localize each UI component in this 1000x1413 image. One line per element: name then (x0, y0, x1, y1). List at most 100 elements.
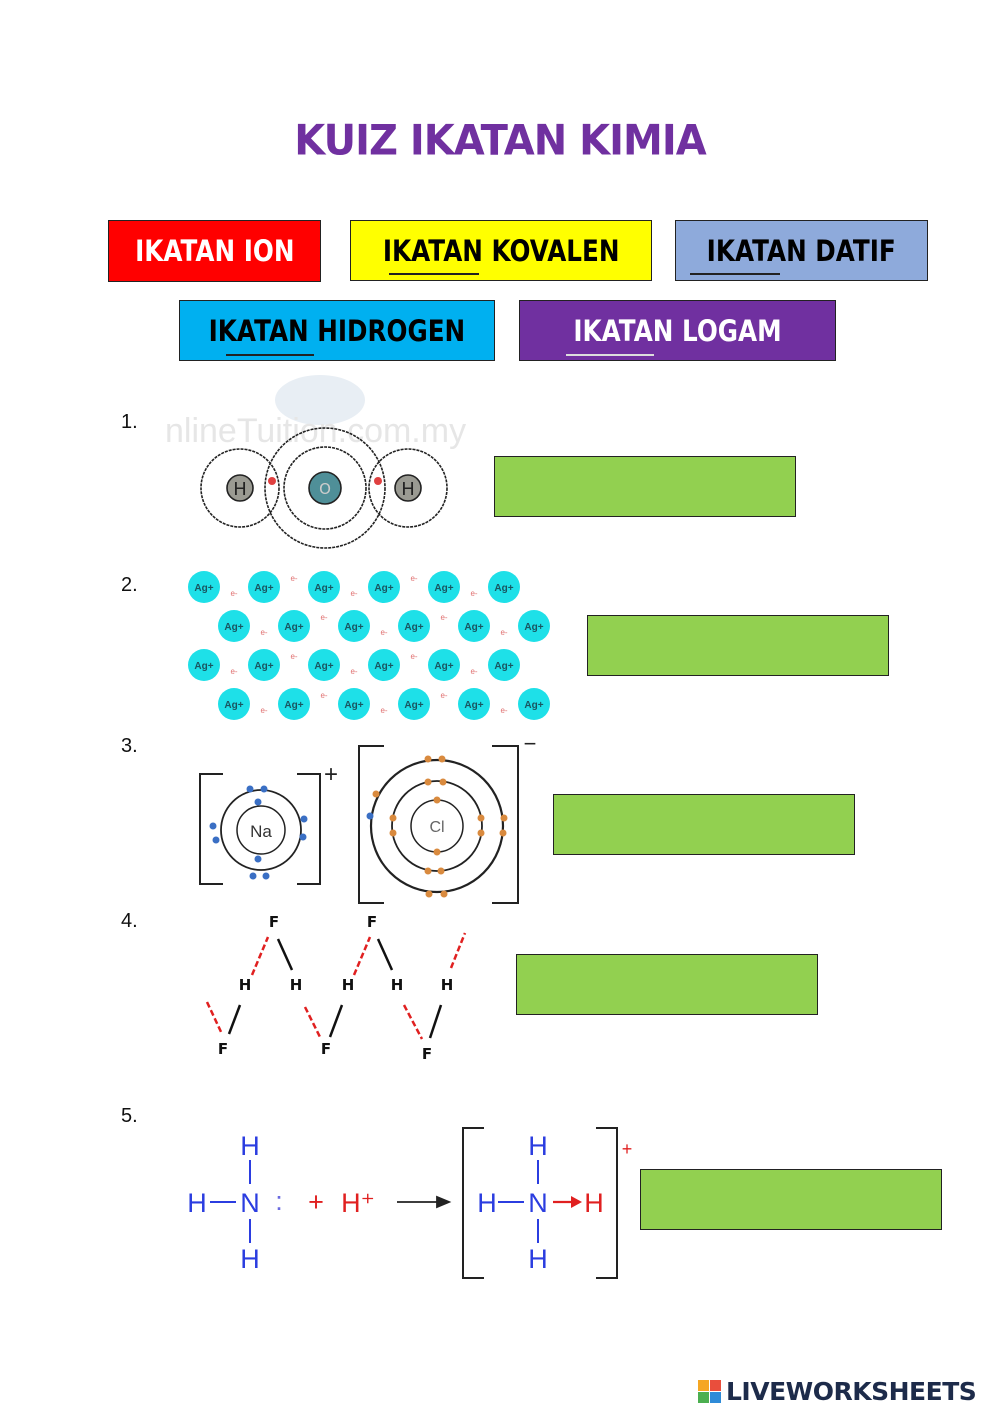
atom-h: H (240, 1131, 260, 1161)
electron-label: e- (500, 706, 507, 715)
ag-ion-label: Ag+ (224, 700, 243, 711)
ag-ion-label: Ag+ (494, 661, 513, 672)
option-label: IKATAN HIDROGEN (208, 313, 466, 348)
atom-h: H (528, 1244, 548, 1274)
ag-ion (488, 571, 520, 603)
electron-label: e- (500, 628, 507, 637)
atom-o: O (319, 480, 331, 498)
atom-f: F (422, 1045, 432, 1063)
ag-ion-label: Ag+ (314, 661, 333, 672)
blank-line (690, 273, 780, 275)
option-ikatan-ion[interactable]: IKATAN ION (108, 220, 321, 282)
question-number: 2. (121, 574, 138, 596)
atom-h: H (441, 976, 454, 994)
answer-box-3[interactable] (553, 794, 855, 855)
ag-ion (248, 649, 280, 681)
ag-ion-label: Ag+ (194, 661, 213, 672)
ag-ion-label: Ag+ (374, 661, 393, 672)
ag-ion (248, 571, 280, 603)
atom-h: H (584, 1188, 604, 1218)
ag-ion-label: Ag+ (344, 700, 363, 711)
ag-ion-label: Ag+ (314, 583, 333, 594)
watermark: nlineTuition.com.my (165, 412, 466, 450)
blank-line (226, 354, 314, 356)
ag-ion (308, 649, 340, 681)
plus-sign: + (308, 1187, 324, 1217)
answer-box-1[interactable] (494, 456, 796, 517)
ag-ion-label: Ag+ (194, 583, 213, 594)
ag-ion-label: Ag+ (374, 583, 393, 594)
proton: H⁺ (341, 1188, 375, 1218)
ag-ion-label: Ag+ (524, 700, 543, 711)
ag-ion-label: Ag+ (254, 661, 273, 672)
ag-ion-label: Ag+ (224, 622, 243, 633)
blank-line (389, 273, 479, 275)
electron-label: e- (290, 574, 297, 583)
ag-ion (368, 649, 400, 681)
ag-ion-label: Ag+ (524, 622, 543, 633)
atom-cl: Cl (429, 819, 444, 836)
ag-ion (218, 688, 250, 720)
ag-ion (398, 688, 430, 720)
ag-ion-label: Ag+ (284, 700, 303, 711)
water-molecule-diagram: nlineTuition.com.my H H O (165, 375, 466, 549)
electron-label: e- (260, 628, 267, 637)
option-ikatan-logam[interactable]: IKATAN LOGAM (519, 300, 836, 361)
electron-label: e- (410, 652, 417, 661)
page-title: KUIZ IKATAN KIMIA (294, 116, 706, 166)
ag-ion-label: Ag+ (404, 622, 423, 633)
option-ikatan-kovalen[interactable]: IKATAN KOVALEN (350, 220, 652, 281)
ammonium-formation-diagram: HN HH : HN HH + H⁺ H + (187, 1127, 633, 1279)
question-number: 3. (121, 735, 138, 757)
liveworksheets-logo: LIVEWORKSHEETS (698, 1377, 977, 1406)
atom-n: N (528, 1188, 548, 1218)
charge-minus: − (524, 731, 537, 756)
question-number: 4. (121, 910, 138, 932)
atom-h: H (233, 479, 247, 500)
electron-label: e- (470, 667, 477, 676)
question-number: 1. (121, 411, 138, 433)
ion-charge: + (622, 1139, 633, 1159)
ag-ion-label: Ag+ (464, 622, 483, 633)
ag-ion (278, 688, 310, 720)
ag-ion (368, 571, 400, 603)
atom-h: H (391, 976, 404, 994)
atom-h: H (240, 1244, 260, 1274)
ag-ion (188, 571, 220, 603)
atom-h: H (528, 1131, 548, 1161)
ag-ion-label: Ag+ (344, 622, 363, 633)
liveworksheets-logo-icon (698, 1379, 721, 1403)
ag-ion (338, 610, 370, 642)
option-label: IKATAN DATIF (706, 233, 897, 268)
answer-box-2[interactable] (587, 615, 889, 676)
ag-ion-label: Ag+ (434, 661, 453, 672)
ag-ion (398, 610, 430, 642)
ag-ion (308, 571, 340, 603)
electron-label: e- (440, 613, 447, 622)
atom-n: N (240, 1188, 260, 1218)
lone-pair: : (275, 1186, 283, 1216)
electron-label: e- (440, 691, 447, 700)
option-ikatan-hidrogen[interactable]: IKATAN HIDROGEN (179, 300, 495, 361)
ag-ion-label: Ag+ (254, 583, 273, 594)
atom-na: Na (250, 822, 272, 841)
electron-label: e- (350, 589, 357, 598)
answer-box-4[interactable] (516, 954, 818, 1015)
option-ikatan-datif[interactable]: IKATAN DATIF (675, 220, 928, 281)
ag-ion (518, 688, 550, 720)
atom-h: H (342, 976, 355, 994)
answer-box-5[interactable] (640, 1169, 942, 1230)
ag-ion (338, 688, 370, 720)
ag-ion (218, 610, 250, 642)
electron-label: e- (290, 652, 297, 661)
blank-line (566, 354, 654, 356)
electron-label: e- (410, 574, 417, 583)
ag-ion (428, 571, 460, 603)
atom-f: F (367, 913, 377, 931)
atom-f: F (321, 1040, 331, 1058)
electron-label: e- (350, 667, 357, 676)
ag-ion-label: Ag+ (464, 700, 483, 711)
atom-f: F (269, 913, 279, 931)
ag-ion-label: Ag+ (404, 700, 423, 711)
